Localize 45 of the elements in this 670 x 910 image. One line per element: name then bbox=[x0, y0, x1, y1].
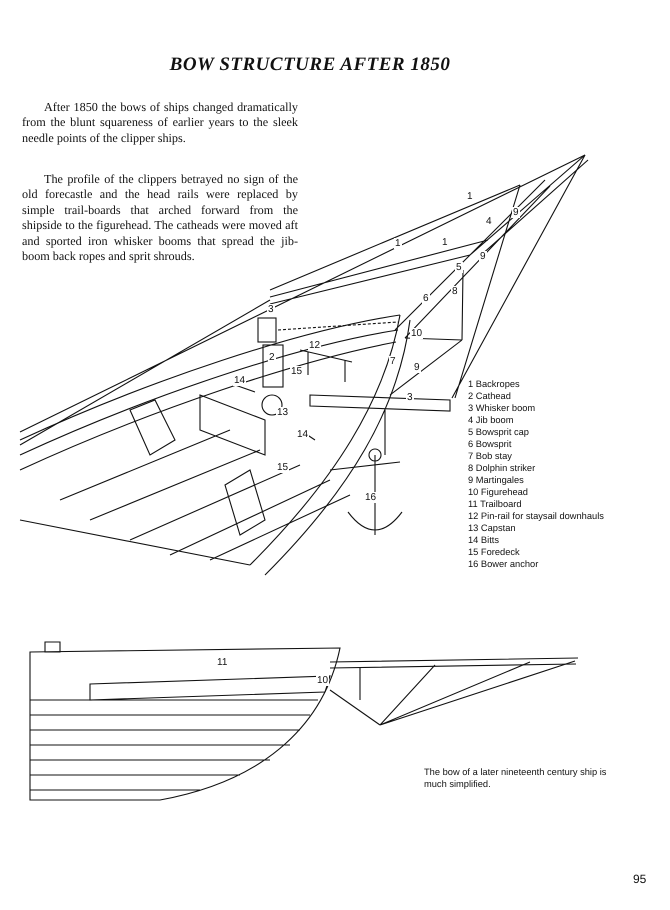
key-entry: 15 Foredeck bbox=[468, 546, 520, 558]
body-paragraph: The profile of the clippers betrayed no sign of the old forecastle and the head rails were replaced by simple trail-boards that arched forward from the shipside to the figurehead. The catheads were moved aft and sported iron whisker booms that spread the jib-boom back ropes and sprit shrouds. bbox=[22, 172, 298, 264]
key-entry: 5 Bowsprit cap bbox=[468, 426, 529, 438]
callout-number: 15 bbox=[276, 462, 290, 473]
key-entry: 10 Figurehead bbox=[468, 486, 528, 498]
callout-number: 9 bbox=[413, 362, 421, 373]
key-entry: 12 Pin-rail for staysail downhauls bbox=[468, 510, 604, 522]
callout-number: 8 bbox=[451, 286, 459, 297]
callout-number: 13 bbox=[276, 407, 290, 418]
key-entry: 9 Martingales bbox=[468, 474, 524, 486]
callout-number: 3 bbox=[406, 392, 414, 403]
key-entry: 1 Backropes bbox=[468, 378, 520, 390]
callout-number: 1 bbox=[466, 191, 474, 202]
key-entry: 6 Bowsprit bbox=[468, 438, 512, 450]
callout-number: 7 bbox=[389, 356, 397, 367]
callout-number: 12 bbox=[308, 340, 322, 351]
key-entry: 11 Trailboard bbox=[468, 498, 522, 510]
key-entry: 16 Bower anchor bbox=[468, 558, 538, 570]
callout-number: 1 bbox=[441, 237, 449, 248]
callout-number: 14 bbox=[233, 375, 246, 386]
key-entry: 8 Dolphin striker bbox=[468, 462, 536, 474]
callout-number: 6 bbox=[422, 293, 430, 304]
callout-number: 15 bbox=[290, 366, 304, 377]
page-title: BOW STRUCTURE AFTER 1850 bbox=[168, 54, 452, 76]
callout-number: 16 bbox=[364, 492, 378, 503]
callout-number: 14 bbox=[296, 429, 310, 440]
callout-number: 9 bbox=[479, 251, 487, 262]
callout-number: 2 bbox=[268, 352, 276, 363]
key-entry: 13 Capstan bbox=[468, 522, 516, 534]
key-entry: 4 Jib boom bbox=[468, 414, 514, 426]
key-entry: 2 Cathead bbox=[468, 390, 511, 402]
callout-number: 10 bbox=[316, 675, 330, 686]
body-paragraph: After 1850 the bows of ships changed dramatically from the blunt squareness of earlier years to the sleek needle points of the clipper ships. bbox=[22, 100, 298, 146]
key-entry: 14 Bitts bbox=[468, 534, 500, 546]
key-entry: 7 Bob stay bbox=[468, 450, 512, 462]
callout-number: 4 bbox=[485, 216, 493, 227]
key-entry: 3 Whisker boom bbox=[468, 402, 536, 414]
callout-number: 10 bbox=[410, 328, 424, 339]
callout-number: 3 bbox=[267, 304, 275, 315]
figure-caption: The bow of a later nineteenth century ship is much simplified. bbox=[424, 766, 608, 790]
callout-number: 1 bbox=[394, 238, 402, 249]
callout-number: 11 bbox=[216, 657, 228, 668]
page-number: 95 bbox=[632, 874, 648, 885]
callout-number: 5 bbox=[455, 262, 463, 273]
callout-number: 9 bbox=[512, 207, 520, 218]
